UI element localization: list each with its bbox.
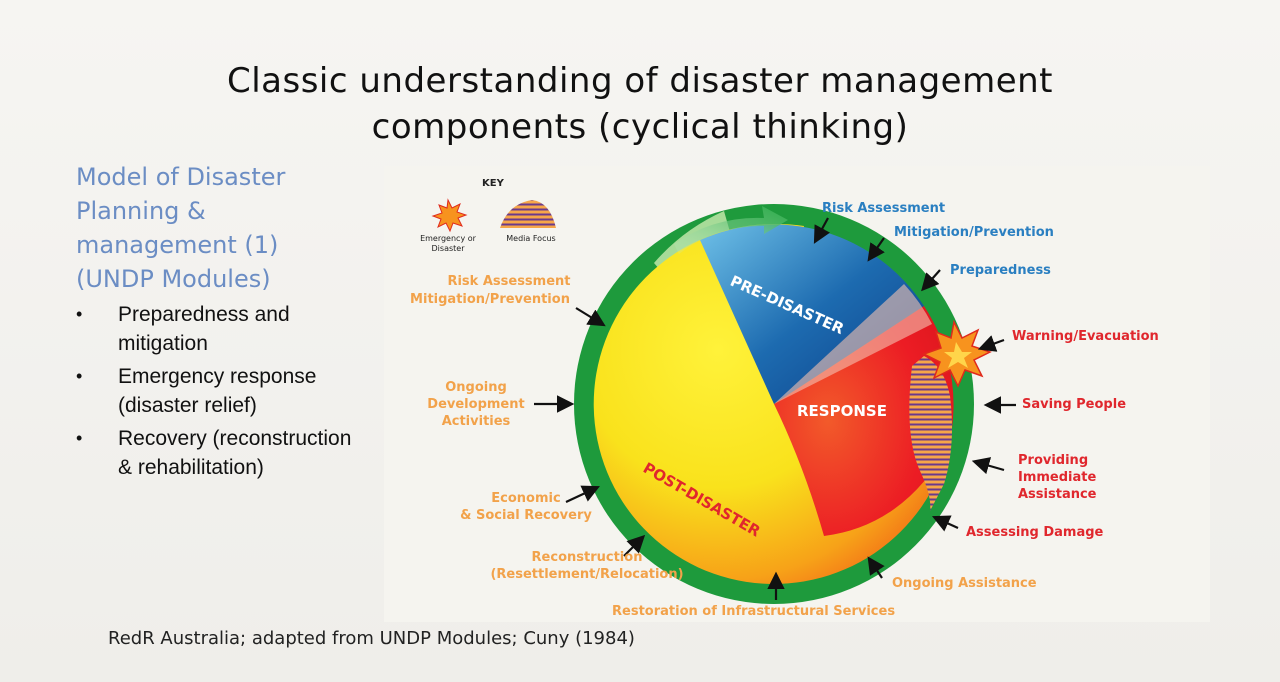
label-preparedness: Preparedness [950,263,1051,278]
disaster-cycle-diagram: PRE-DISASTER RESPONSE POST-DISASTER [384,166,1210,622]
model-heading-line: Model of Disaster [76,163,286,191]
key-title: KEY [482,178,504,189]
label-risk-assessment: Risk Assessment [822,201,946,216]
bullet-item: Emergency response (disaster relief) [76,362,356,420]
label-line: Activities [441,414,511,429]
label-assessing-damage: Assessing Damage [966,525,1104,540]
label-left-risk-assessment: Risk Assessment [447,274,571,289]
label-economic-social-recovery: Economic & Social Recovery [446,490,606,524]
key-media-icon [500,200,556,228]
cycle-direction-arrow [674,206,788,254]
label-left-mitigation: Mitigation/Prevention [410,292,570,307]
bullet-item: Preparedness and mitigation [76,300,356,358]
label-line: Economic [491,491,561,506]
title-line-1: Classic understanding of disaster manage… [226,61,1054,101]
label-line: Ongoing [445,380,507,395]
media-focus-band [909,356,952,511]
label-line: Immediate [1018,470,1097,485]
label-line: Providing [1018,453,1089,468]
label-line: Reconstruction [531,550,643,565]
label-warning-evacuation: Warning/Evacuation [1012,329,1159,344]
label-ongoing-development: Ongoing Development Activities [416,379,536,430]
citation: RedR Australia; adapted from UNDP Module… [108,628,635,649]
label-providing-assistance: Providing Immediate Assistance [1018,452,1097,503]
model-heading-line: management (1) [76,231,279,259]
model-heading-line: (UNDP Modules) [76,265,271,293]
pointer-arrows [534,217,1016,600]
label-line: (Resettlement/Relocation) [490,567,684,582]
label-line: & Social Recovery [460,508,592,523]
model-heading-line: Planning & [76,197,206,225]
pre-disaster-segment [700,224,924,404]
pre-response-blend [774,284,932,404]
label-reconstruction: Reconstruction (Resettlement/Relocation) [472,549,702,583]
label-ongoing-assistance: Ongoing Assistance [892,576,1037,591]
model-heading: Model of Disaster Planning & management … [76,160,356,296]
bullet-list: Preparedness and mitigation Emergency re… [76,300,356,486]
label-restoration: Restoration of Infrastructural Services [612,604,896,619]
key-emergency-label: Emergency or Disaster [420,234,476,253]
key-emergency-icon [431,198,468,233]
label-saving-people: Saving People [1022,397,1127,412]
starburst-core [944,342,972,368]
label-line: Development [427,397,525,412]
slide-title: Classic understanding of disaster manage… [0,58,1280,150]
key-media-label: Media Focus [506,234,556,243]
cycle-graphic: PRE-DISASTER RESPONSE POST-DISASTER [431,198,1016,604]
response-segment [774,306,954,536]
label-line: Assistance [1018,487,1097,502]
response-label: RESPONSE [797,402,887,420]
bullet-item: Recovery (reconstruction & rehabilitatio… [76,424,356,482]
title-line-2: components (cyclical thinking) [371,107,909,147]
label-mitigation-prevention: Mitigation/Prevention [894,225,1054,240]
